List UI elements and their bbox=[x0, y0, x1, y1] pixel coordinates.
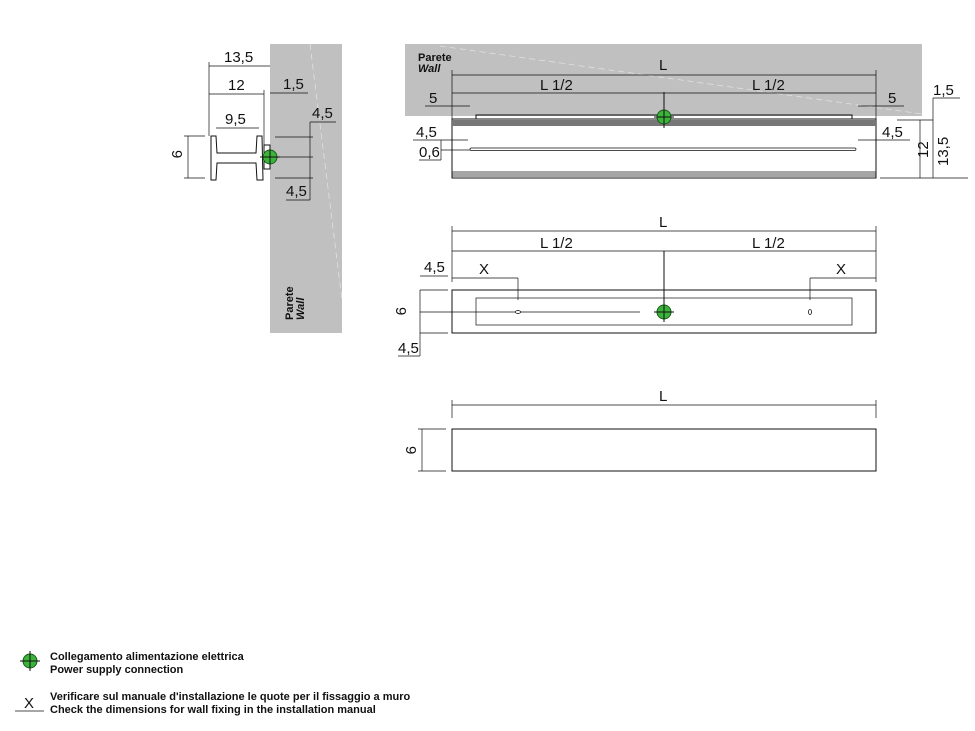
wall-label-it: Parete bbox=[284, 286, 296, 320]
power-connection-icon bbox=[653, 301, 675, 323]
dim-groove-left: 4,5 bbox=[416, 124, 437, 141]
legend-power-it: Collegamento alimentazione elettrica bbox=[50, 651, 245, 663]
dim-width-total: 13,5 bbox=[224, 49, 253, 66]
dim-groove-right: 4,5 bbox=[882, 124, 903, 141]
dim-half-left: L 1/2 bbox=[540, 77, 573, 94]
dim-end-right: 5 bbox=[888, 90, 896, 107]
groove bbox=[469, 147, 857, 151]
dim-length: L bbox=[659, 214, 667, 231]
power-connection-icon bbox=[19, 650, 41, 672]
dim-length: L bbox=[659, 388, 667, 405]
dim-height-body: 12 bbox=[915, 141, 932, 158]
front-view: Parete Wall L L 1/2 L 1/2 5 5 4,5 4,5 0,… bbox=[405, 44, 968, 179]
side-view: Parete Wall 13,5 12 9,5 1,5 4,5 4,5 9 bbox=[168, 43, 343, 333]
dim-gap: 1,5 bbox=[283, 76, 304, 93]
dim-height-total: 13,5 bbox=[935, 137, 952, 166]
profile-bottom bbox=[451, 428, 877, 472]
dim-fix-right: X bbox=[836, 261, 846, 278]
dim-fix-left: X bbox=[479, 261, 489, 278]
legend: Collegamento alimentazione elettrica Pow… bbox=[15, 650, 410, 716]
dim-length: L bbox=[659, 57, 667, 74]
fixing-hole bbox=[808, 309, 812, 315]
dim-half-right: L 1/2 bbox=[752, 235, 785, 252]
dim-end-left: 5 bbox=[429, 90, 437, 107]
wall-label-en: Wall bbox=[295, 297, 307, 320]
profile-section bbox=[210, 135, 264, 181]
legend-power-en: Power supply connection bbox=[50, 664, 184, 676]
wall-label-it: Parete bbox=[418, 52, 452, 64]
wall-section bbox=[270, 44, 342, 333]
back-view: L L 1/2 L 1/2 X X 4,5 4,5 9 bbox=[392, 214, 877, 357]
legend-x-symbol: X bbox=[24, 695, 34, 712]
dim-groove-width: 0,6 bbox=[419, 144, 440, 161]
bottom-view: L 9 bbox=[402, 388, 877, 472]
legend-fixing-it: Verificare sul manuale d'installazione l… bbox=[50, 691, 410, 703]
dim-half-right: L 1/2 bbox=[752, 77, 785, 94]
dim-height: 9 bbox=[168, 150, 185, 158]
dim-gap: 1,5 bbox=[933, 82, 954, 99]
fixing-hole bbox=[515, 310, 521, 314]
dim-height: 9 bbox=[392, 307, 409, 315]
dim-offset-bottom: 4,5 bbox=[286, 183, 307, 200]
dim-width-body: 12 bbox=[228, 77, 245, 94]
dim-offset-top: 4,5 bbox=[424, 259, 445, 276]
dim-half-left: L 1/2 bbox=[540, 235, 573, 252]
dim-offset-bottom: 4,5 bbox=[398, 340, 419, 357]
dim-offset-top: 4,5 bbox=[312, 105, 333, 122]
legend-fixing-en: Check the dimensions for wall fixing in … bbox=[50, 704, 376, 716]
dim-width-inner: 9,5 bbox=[225, 111, 246, 128]
dim-height: 9 bbox=[402, 446, 419, 454]
wall-label-en: Wall bbox=[418, 63, 441, 75]
